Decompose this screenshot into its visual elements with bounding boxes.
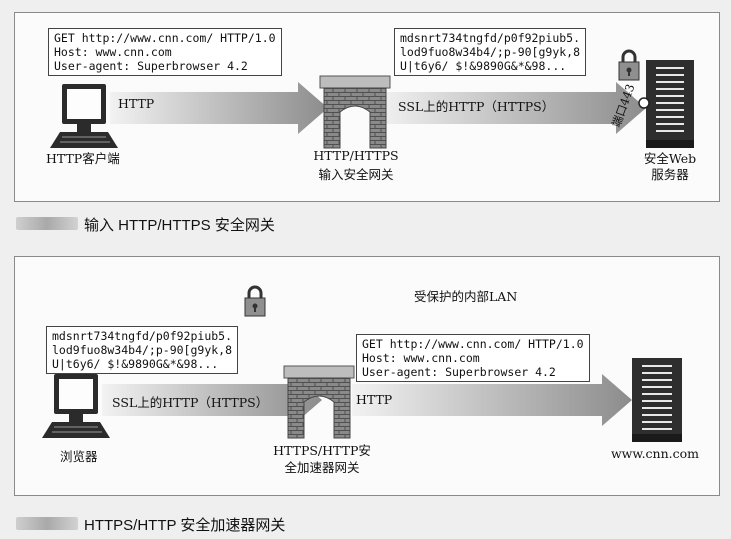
gateway-icon: [319, 75, 391, 149]
http-label: HTTP: [356, 392, 393, 407]
protected-lan-label: 受保护的内部LAN: [414, 289, 518, 304]
client-label: HTTP客户端: [46, 151, 120, 166]
figure1-caption: 输入 HTTP/HTTPS 安全网关: [84, 217, 275, 234]
port-connector-icon: [638, 97, 650, 109]
request-box: GET http://www.cnn.com/ HTTP/1.0 Host: w…: [356, 334, 590, 382]
browser-label: 浏览器: [60, 449, 98, 464]
server-icon: [646, 60, 694, 148]
encrypted-box: mdsnrt734tngfd/p0f92piub5. lod9fuo8w34b4…: [394, 28, 587, 76]
gateway-icon: [283, 365, 355, 439]
server-label-line2: 服务器: [651, 167, 689, 182]
gateway-label-line2: 全加速器网关: [284, 460, 360, 475]
caption-marker: [16, 517, 78, 530]
gateway-label-line2: 输入安全网关: [318, 167, 394, 182]
computer-icon: [42, 374, 110, 438]
http-arrow: [110, 82, 328, 134]
caption-marker: [16, 217, 78, 230]
server-icon: [632, 358, 682, 442]
lock-icon: [244, 285, 266, 317]
figure2-caption: HTTPS/HTTP 安全加速器网关: [84, 517, 286, 534]
http-label: HTTP: [118, 96, 155, 111]
ssl-label: SSL上的HTTP（HTTPS）: [398, 99, 555, 114]
lock-icon: [618, 49, 640, 81]
gateway-label-line1: HTTPS/HTTP安: [273, 443, 371, 458]
server-label: www.cnn.com: [610, 446, 700, 461]
https-arrow: [102, 374, 322, 426]
computer-icon: [50, 84, 118, 148]
gateway-label-line1: HTTP/HTTPS: [313, 148, 399, 163]
https-arrow: [378, 82, 646, 134]
server-label-line1: 安全Web: [643, 151, 697, 166]
ssl-label: SSL上的HTTP（HTTPS）: [112, 395, 269, 410]
encrypted-box: mdsnrt734tngfd/p0f92piub5. lod9fuo8w34b4…: [46, 326, 239, 374]
request-box: GET http://www.cnn.com/ HTTP/1.0 Host: w…: [48, 28, 282, 76]
http-arrow: [352, 374, 632, 426]
